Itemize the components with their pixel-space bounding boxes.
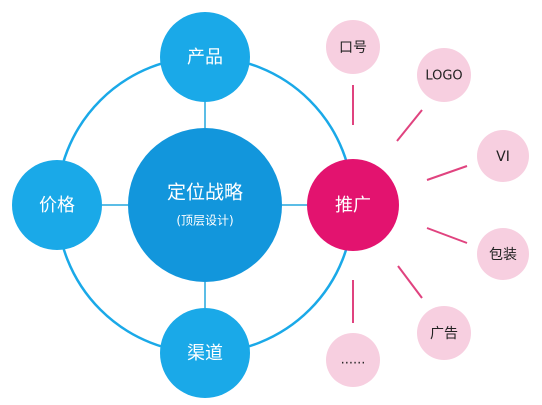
spoke-advert (397, 265, 423, 299)
satellite-advert: 广告 (417, 306, 471, 360)
ring-node-bottom-label: 渠道 (187, 343, 223, 364)
satellite-advert-label: 广告 (430, 326, 458, 342)
satellite-slogan: 口号 (326, 20, 380, 74)
ring-node-left-label: 价格 (39, 195, 75, 216)
ring-node-right: 推广 (307, 159, 399, 251)
ring-node-top: 产品 (160, 12, 250, 102)
satellite-vi-label: VI (496, 149, 510, 165)
center-title: 定位战略 (167, 182, 243, 204)
satellite-logo-label: LOGO (425, 69, 462, 84)
center-node: 定位战略 (顶层设计) (128, 128, 282, 282)
spoke-vi (426, 165, 468, 181)
satellite-more-label: ...... (341, 353, 366, 368)
ring-node-right-label: 推广 (335, 195, 371, 216)
spoke-packaging (426, 227, 468, 244)
satellite-vi: VI (477, 130, 529, 182)
ring-node-left: 价格 (12, 160, 102, 250)
spoke-logo (396, 109, 423, 142)
satellite-more: ...... (326, 333, 380, 387)
satellite-logo: LOGO (417, 48, 471, 102)
ring-node-top-label: 产品 (187, 47, 223, 68)
ring-node-bottom: 渠道 (160, 308, 250, 398)
satellite-packaging: 包装 (477, 228, 529, 280)
satellite-slogan-label: 口号 (339, 40, 367, 56)
satellite-packaging-label: 包装 (489, 247, 517, 263)
center-subtitle: (顶层设计) (176, 214, 233, 228)
